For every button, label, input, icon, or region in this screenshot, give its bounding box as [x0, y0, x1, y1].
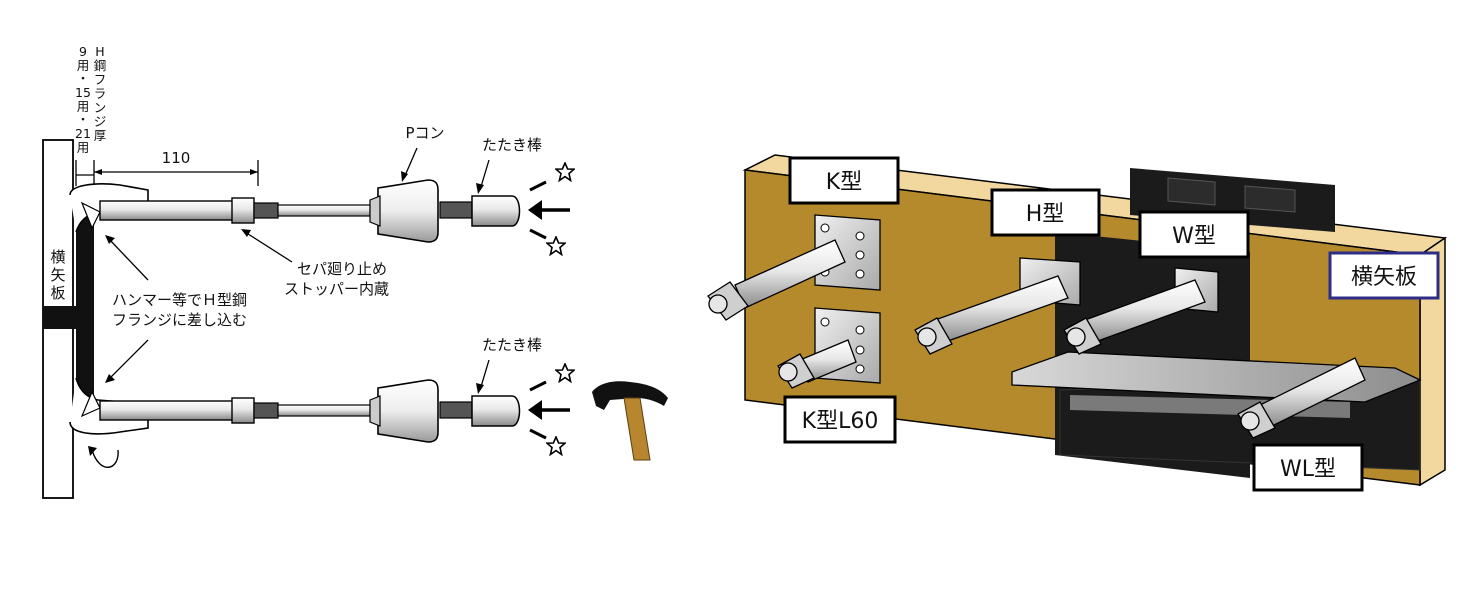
svg-text:ラ: ラ — [94, 86, 107, 101]
svg-text:H: H — [95, 44, 104, 59]
hammer-icon — [592, 381, 668, 461]
svg-text:用: 用 — [77, 58, 90, 73]
hammer-note-line1: ハンマー等でＨ型鋼 — [112, 291, 247, 309]
rotation-arrow-icon — [91, 449, 119, 468]
h-beam-flange — [76, 206, 94, 402]
dimension-arrow-left — [94, 169, 102, 175]
h-type-anchor — [914, 275, 1069, 355]
w-type-label: W型 — [1138, 210, 1250, 259]
svg-text:フ: フ — [94, 72, 107, 87]
board-label-right: 横矢板 — [1328, 251, 1440, 300]
p-cone-pointer — [403, 147, 418, 179]
bottom-anchor-assembly — [69, 377, 521, 468]
svg-text:ン: ン — [94, 100, 107, 115]
left-diagram: 横 矢 板 9 用 ・ 15 用 ・ 21 用 H 鋼 フ ラ ン ジ 厚 — [42, 44, 668, 499]
svg-text:K型: K型 — [826, 170, 862, 195]
impact-marks-bottom — [528, 363, 575, 456]
svg-text:用: 用 — [77, 99, 90, 114]
h-type-label: H型 — [990, 188, 1101, 237]
seba-note-line2: ストッパー内蔵 — [284, 280, 389, 298]
w-type-anchor — [1063, 279, 1206, 355]
svg-text:W型: W型 — [1172, 224, 1216, 249]
dimension-value: 110 — [162, 149, 191, 167]
svg-text:鋼: 鋼 — [94, 58, 107, 73]
svg-text:・: ・ — [77, 112, 90, 127]
svg-text:K型L60: K型L60 — [802, 409, 879, 434]
hammer-note-pointer-down — [107, 339, 149, 381]
tapping-rod-label-top: たたき棒 — [482, 136, 542, 154]
hammer-note-pointer-up — [107, 237, 149, 281]
right-diagram: K型 H型 W型 K型L60 WL型 横矢板 — [707, 154, 1448, 492]
wl-type-anchor — [1237, 357, 1366, 439]
k-type-anchor — [707, 239, 846, 321]
k-type-l60-anchor — [777, 339, 857, 389]
svg-text:15: 15 — [75, 85, 91, 100]
board-label-3: 板 — [50, 284, 65, 302]
h-beam-web — [43, 306, 81, 329]
svg-text:横矢板: 横矢板 — [1351, 265, 1417, 290]
svg-text:用: 用 — [77, 140, 90, 155]
dimension-lines — [75, 160, 259, 186]
k-type-l60-label: K型L60 — [783, 395, 897, 444]
impact-marks-top — [528, 162, 575, 256]
flange-note: 9 用 ・ 15 用 ・ 21 用 H 鋼 フ ラ ン ジ 厚 — [75, 44, 106, 155]
dimension-arrow-right — [250, 169, 258, 175]
wl-type-label: WL型 — [1252, 443, 1364, 492]
board-label-1: 横 — [50, 248, 65, 266]
svg-text:21: 21 — [75, 126, 91, 141]
hammer-note-line2: フランジに差し込む — [112, 311, 247, 329]
svg-text:WL型: WL型 — [1280, 457, 1336, 482]
svg-text:・: ・ — [77, 71, 90, 86]
svg-text:9: 9 — [79, 44, 87, 59]
top-anchor-assembly — [69, 179, 521, 243]
board-label-2: 矢 — [50, 266, 65, 284]
svg-text:H型: H型 — [1026, 202, 1065, 227]
seba-note-pointer — [244, 231, 293, 263]
seba-note-line1: セパ廻り止め — [297, 260, 387, 278]
svg-text:ジ: ジ — [94, 114, 107, 129]
svg-text:厚: 厚 — [94, 128, 107, 143]
p-cone-label: Pコン — [405, 124, 444, 142]
k-type-label: K型 — [788, 156, 900, 205]
tapping-rod-label-bottom: たたき棒 — [482, 336, 542, 354]
